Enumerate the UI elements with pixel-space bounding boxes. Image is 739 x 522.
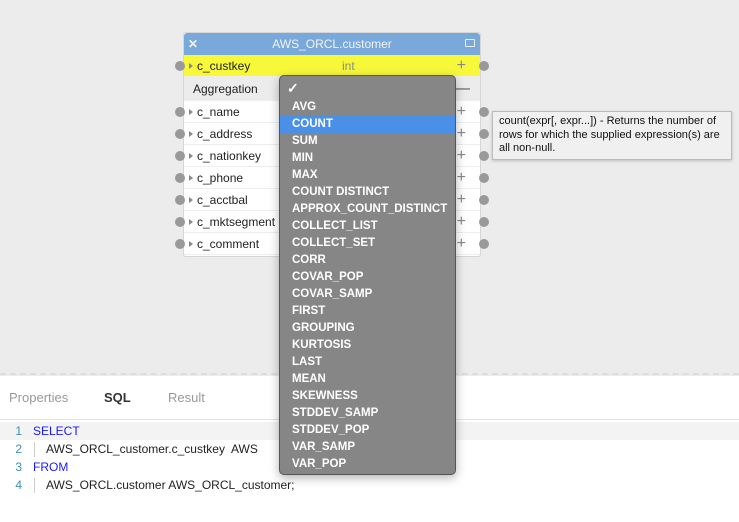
line-number: 1 [15,424,22,438]
expand-icon[interactable] [189,175,193,181]
right-connector[interactable] [479,217,489,227]
close-icon[interactable]: ✕ [188,37,199,51]
sql-keyword: SELECT [33,424,80,438]
left-connector[interactable] [175,195,185,205]
dropdown-option[interactable]: COLLECT_SET [292,237,376,249]
dropdown-option[interactable]: COUNT DISTINCT [292,186,390,198]
dropdown-option[interactable]: COVAR_SAMP [292,288,373,300]
dropdown-option[interactable]: LAST [292,356,323,368]
checkmark-icon: ✓ [287,80,299,96]
column-name: c_phone [197,171,244,185]
add-icon[interactable]: + [456,169,466,186]
remove-icon[interactable]: — [454,80,470,97]
dropdown-option[interactable]: SKEWNESS [292,390,358,402]
dropdown-option[interactable]: SUM [292,135,318,147]
dropdown-option[interactable]: GROUPING [292,322,355,334]
column-row[interactable]: c_custkey int + [175,55,489,77]
dropdown-option[interactable]: COVAR_POP [292,271,364,283]
right-connector[interactable] [479,151,489,161]
sql-keyword: FROM [33,460,69,474]
add-icon[interactable]: + [456,191,466,208]
expand-icon[interactable] [189,219,193,225]
dropdown-option[interactable]: MEAN [292,373,326,385]
expand-icon[interactable] [189,197,193,203]
left-connector[interactable] [175,173,185,183]
dropdown-option[interactable]: COLLECT_LIST [292,220,378,232]
dropdown-option[interactable]: STDDEV_POP [292,424,370,436]
dropdown-option[interactable]: KURTOSIS [292,339,352,351]
add-icon[interactable]: + [456,125,466,142]
left-connector[interactable] [175,239,185,249]
left-connector[interactable] [175,217,185,227]
tab-sql[interactable]: SQL [104,390,131,405]
left-connector[interactable] [175,129,185,139]
dropdown-option[interactable]: MIN [292,152,314,164]
dropdown-option[interactable]: MAX [292,169,318,181]
dropdown-option[interactable]: VAR_POP [292,458,347,470]
dropdown-option[interactable]: CORR [292,254,326,266]
left-connector[interactable] [175,61,185,71]
add-icon[interactable]: + [456,213,466,230]
column-type: int [342,59,355,73]
sql-text: AWS_ORCL_customer.c_custkey AWS [46,442,258,456]
column-name: c_nationkey [197,149,262,163]
left-connector[interactable] [175,107,185,117]
column-name: c_custkey [197,59,251,73]
column-name: c_acctbal [197,193,248,207]
line-number: 2 [15,442,22,456]
tab-result[interactable]: Result [168,390,205,405]
add-icon[interactable]: + [456,235,466,252]
dropdown-option[interactable]: FIRST [292,305,326,317]
preview-icon[interactable] [465,39,475,47]
dropdown-option[interactable]: AVG [292,101,317,113]
left-connector[interactable] [175,151,185,161]
column-name: c_name [197,105,240,119]
dropdown-option[interactable]: VAR_SAMP [292,441,356,453]
right-connector[interactable] [479,129,489,139]
diagram-canvas: ✕ AWS_ORCL.customer c_custkey int + Aggr… [175,32,732,475]
right-connector[interactable] [479,239,489,249]
aggregation-label: Aggregation [193,82,258,96]
dropdown-option[interactable]: STDDEV_SAMP [292,407,379,419]
function-tooltip: count(expr[, expr...]) - Returns the num… [492,111,732,160]
add-icon[interactable]: + [456,57,466,74]
right-connector[interactable] [479,61,489,71]
expand-icon[interactable] [189,131,193,137]
expand-icon[interactable] [189,63,193,69]
line-number: 3 [15,460,22,474]
dropdown-option[interactable]: APPROX_COUNT_DISTINCT [292,203,448,215]
table-title: AWS_ORCL.customer [272,37,392,51]
aggregation-dropdown[interactable]: ✓ AVG COUNT SUM MIN MAX COUNT DISTINCT APPROX_… [279,75,456,475]
sql-text: AWS_ORCL.customer AWS_ORCL_customer; [46,478,295,492]
tab-properties[interactable]: Properties [9,390,69,405]
expand-icon[interactable] [189,109,193,115]
line-number: 4 [15,478,22,492]
column-name: c_comment [197,237,260,251]
right-connector[interactable] [479,195,489,205]
table-node-header: ✕ AWS_ORCL.customer [184,33,480,55]
right-connector[interactable] [479,173,489,183]
add-icon[interactable]: + [456,103,466,120]
column-name: c_mktsegment [197,215,276,229]
add-icon[interactable]: + [456,147,466,164]
column-name: c_address [197,127,253,141]
expand-icon[interactable] [189,153,193,159]
dropdown-option[interactable]: COUNT [280,116,455,133]
expand-icon[interactable] [189,241,193,247]
right-connector[interactable] [479,107,489,117]
